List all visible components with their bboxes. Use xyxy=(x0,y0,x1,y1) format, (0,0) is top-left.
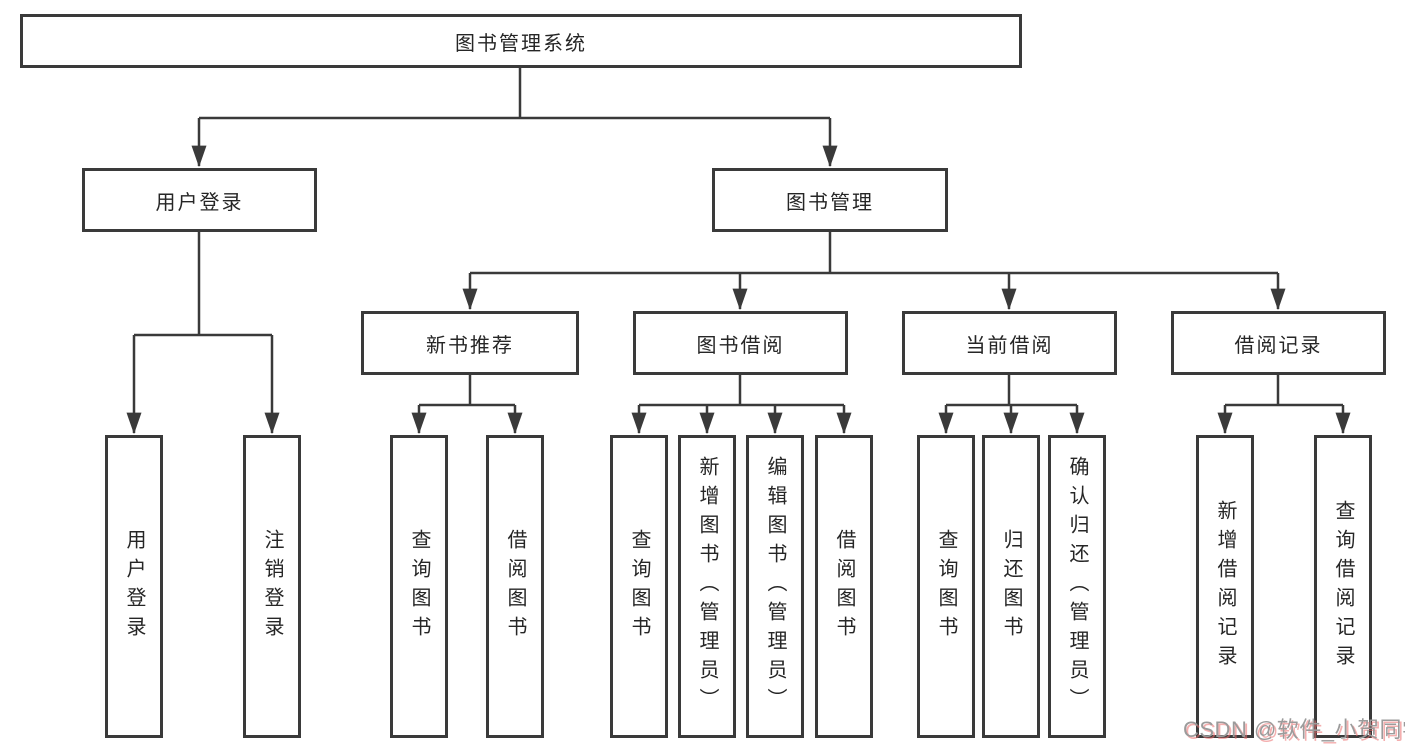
node-book-borrow: 图书借阅 xyxy=(633,311,848,375)
leaf-return-book: 归还图书 xyxy=(982,435,1040,738)
leaf-add-borrow-record: 新增借阅记录 xyxy=(1196,435,1254,738)
node-current-borrow: 当前借阅 xyxy=(902,311,1117,375)
leaf-query-books-current: 查询图书 xyxy=(917,435,975,738)
leaf-edit-book-admin: 编辑图书（管理员） xyxy=(746,435,804,738)
node-root-system: 图书管理系统 xyxy=(20,14,1022,68)
leaf-add-book-admin: 新增图书（管理员） xyxy=(678,435,736,738)
node-borrow-records: 借阅记录 xyxy=(1171,311,1386,375)
leaf-borrow-books-recommend: 借阅图书 xyxy=(486,435,544,738)
leaf-user-login: 用户登录 xyxy=(105,435,163,738)
node-book-management: 图书管理 xyxy=(712,168,948,232)
leaf-borrow-books: 借阅图书 xyxy=(815,435,873,738)
csdn-watermark: CSDN @软件_小贺同学 xyxy=(1183,717,1405,742)
leaf-logout: 注销登录 xyxy=(243,435,301,738)
leaf-query-borrow-record: 查询借阅记录 xyxy=(1314,435,1372,738)
leaf-query-books-borrow: 查询图书 xyxy=(610,435,668,738)
node-user-login: 用户登录 xyxy=(82,168,317,232)
node-new-book-recommend: 新书推荐 xyxy=(361,311,579,375)
leaf-confirm-return-admin: 确认归还（管理员） xyxy=(1048,435,1106,738)
leaf-query-books-recommend: 查询图书 xyxy=(390,435,448,738)
